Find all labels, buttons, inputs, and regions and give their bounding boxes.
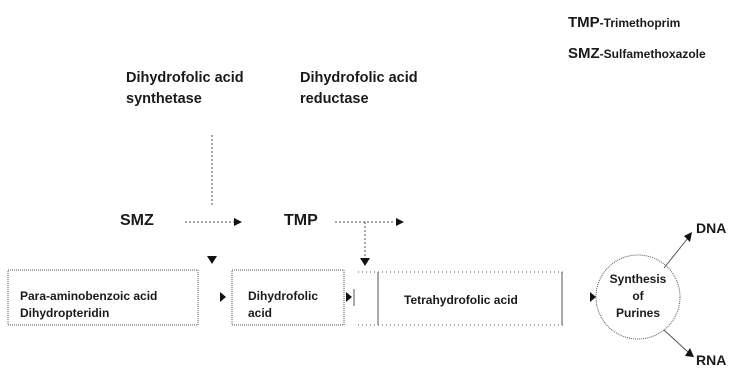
node-synthesis-label: Synthesis of Purines xyxy=(609,272,667,320)
legend-smz: SMZ-Sulfamethoxazole xyxy=(568,45,706,63)
smz-arrowhead xyxy=(234,218,242,226)
legend-smz-full: -Sulfamethoxazole xyxy=(599,47,706,61)
flow-arrow-3 xyxy=(590,292,596,302)
flow-arrow-1 xyxy=(220,292,226,302)
tmp-arrowhead xyxy=(396,218,404,226)
node-dihydrofolic-label: Dihydrofolic acid xyxy=(248,289,319,320)
synthetase-arrowhead xyxy=(207,256,217,264)
output-rna-label: RNA xyxy=(696,352,727,368)
dihydrofolic-box xyxy=(231,269,345,326)
dna-arrowhead xyxy=(684,232,692,242)
flow-arrow-2 xyxy=(346,292,352,302)
enzyme-reductase-label: Dihydrofolic acid reductase xyxy=(300,70,418,107)
rna-arrow-line xyxy=(663,329,689,353)
output-dna-label: DNA xyxy=(696,220,727,236)
legend-smz-abbr: SMZ xyxy=(568,45,600,62)
node-tetrahydrofolic-label: Tetrahydrofolic acid xyxy=(404,293,518,307)
enzyme-synthetase-label: Dihydrofolic acid synthetase xyxy=(126,70,244,107)
legend-tmp-abbr: TMP xyxy=(568,14,600,31)
dna-arrow-line xyxy=(663,237,689,269)
synthesis-circle xyxy=(595,254,681,340)
reductase-arrowhead xyxy=(360,258,370,266)
drug-smz-label: SMZ xyxy=(120,212,154,229)
paba-box xyxy=(7,269,199,326)
drug-tmp-label: TMP xyxy=(284,212,318,229)
legend-tmp: TMP-Trimethoprim xyxy=(568,14,680,32)
legend-tmp-full: -Trimethoprim xyxy=(599,16,681,30)
node-paba-label: Para-aminobenzoic acid Dihydropteridin xyxy=(20,289,158,320)
rna-arrowhead xyxy=(685,348,694,357)
